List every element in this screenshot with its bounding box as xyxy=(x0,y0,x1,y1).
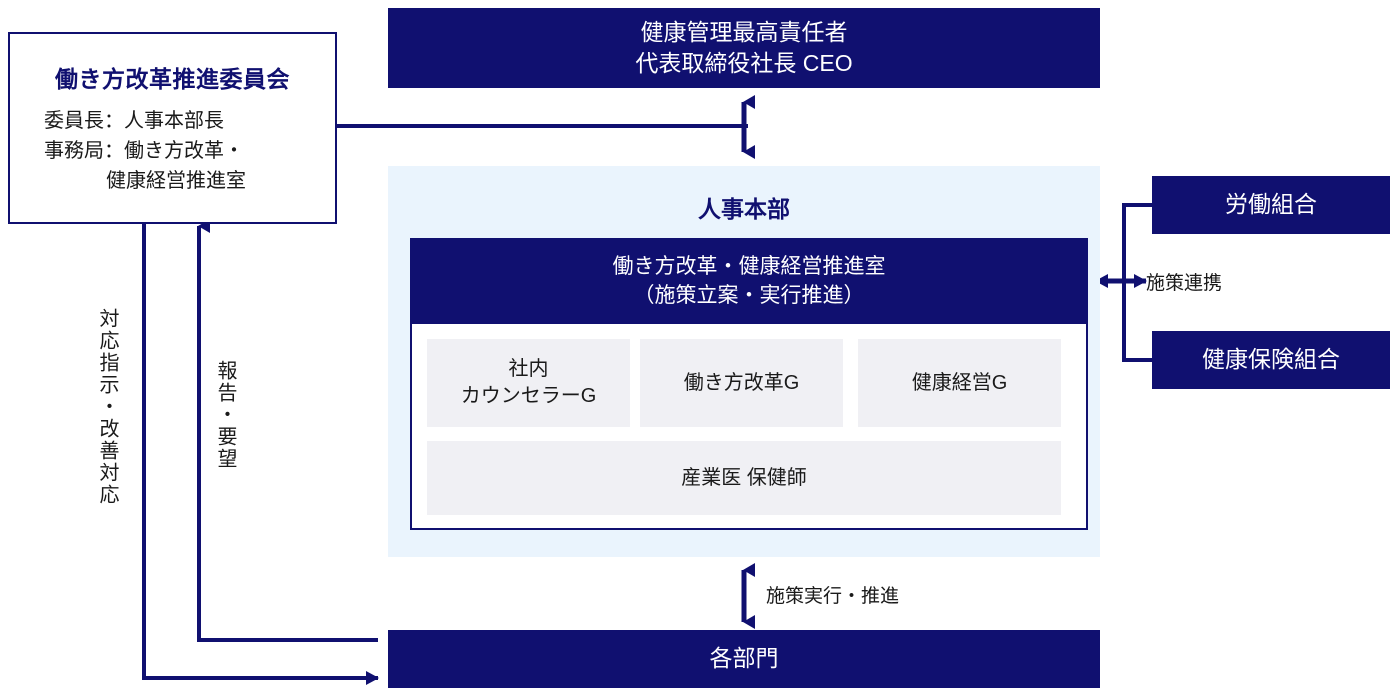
committee-box: 働き方改革推進委員会 委員長：人事本部長 事務局：働き方改革・ 健康経営推進室 xyxy=(8,32,337,224)
policy-cooperation-label: 施策連携 xyxy=(1146,273,1223,294)
report-flow-label: 報告・要望 xyxy=(214,360,236,470)
connector-report-path xyxy=(197,219,378,642)
health-insurance-label: 健康保険組合 xyxy=(1202,346,1340,373)
group-box-health-management: 健康経営G xyxy=(858,339,1061,427)
committee-chair: 委員長：人事本部長 xyxy=(44,110,224,132)
group-box-occupational-physician: 産業医 保健師 xyxy=(427,441,1061,515)
departments-label: 各部門 xyxy=(709,645,779,672)
committee-secretariat: 事務局：働き方改革・ xyxy=(44,140,244,162)
promotion-office-line-1: 働き方改革・健康経営推進室 xyxy=(612,255,886,279)
committee-title: 働き方改革推進委員会 xyxy=(55,66,290,92)
hr-department-title: 人事本部 xyxy=(698,196,790,222)
ceo-box: 健康管理最高責任者 代表取締役社長 CEO xyxy=(388,8,1100,88)
departments-box: 各部門 xyxy=(388,630,1100,688)
ceo-line-2: 代表取締役社長 CEO xyxy=(635,50,853,76)
occupational-physician-label: 産業医 保健師 xyxy=(681,466,807,489)
promotion-office-header: 働き方改革・健康経営推進室 （施策立案・実行推進） xyxy=(412,240,1086,324)
group-work-reform-label: 働き方改革G xyxy=(683,371,800,394)
group-box-counselor: 社内 カウンセラーG xyxy=(427,339,630,427)
instruction-flow-label: 対応指示・改善対応 xyxy=(96,308,118,506)
labor-union-box: 労働組合 xyxy=(1152,176,1390,234)
group-counselor-line-1: 社内 xyxy=(508,358,549,380)
connector-partners-bracket xyxy=(1122,203,1152,362)
group-box-work-reform: 働き方改革G xyxy=(640,339,843,427)
ceo-line-1: 健康管理最高責任者 xyxy=(640,18,848,45)
committee-secretariat-second: 健康経営推進室 xyxy=(106,170,246,192)
promotion-office-line-2: （施策立案・実行推進） xyxy=(633,284,865,307)
group-counselor-line-2: カウンセラーG xyxy=(460,385,597,407)
policy-execution-label: 施策実行・推進 xyxy=(766,586,900,607)
health-insurance-box: 健康保険組合 xyxy=(1152,331,1390,389)
connector-instruction-path xyxy=(142,224,379,685)
labor-union-label: 労働組合 xyxy=(1225,191,1317,218)
group-health-management-label: 健康経営G xyxy=(911,371,1008,394)
